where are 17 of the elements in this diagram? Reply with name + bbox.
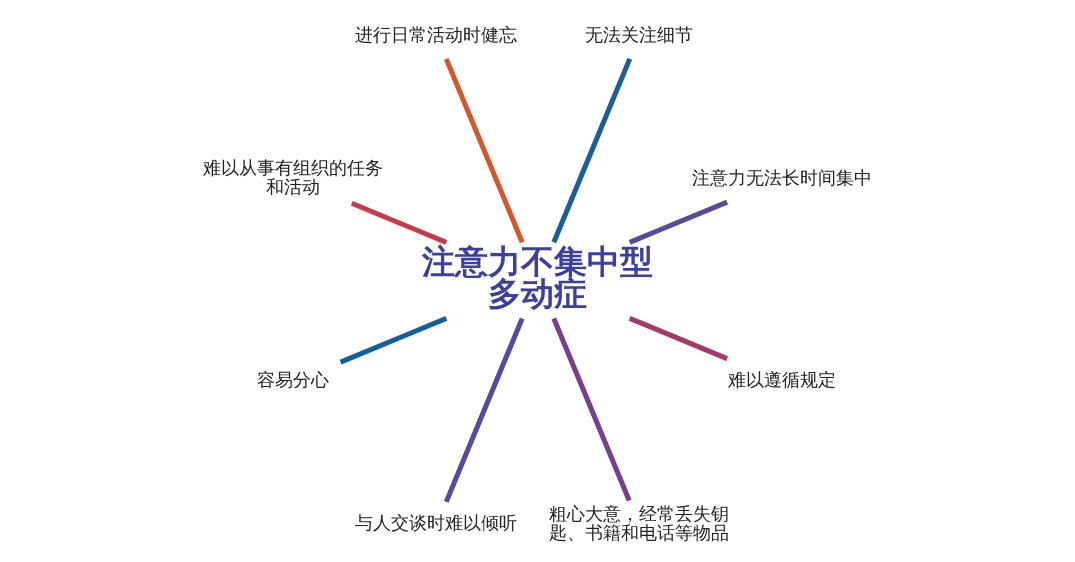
- connector: [551, 317, 632, 502]
- connector: [443, 57, 525, 244]
- connector: [350, 200, 447, 245]
- node-text: 粗心大意，经常丢失钥匙、书籍和电话等物品: [548, 503, 729, 543]
- node-text: 注意力不集中型多动症: [421, 241, 653, 314]
- node-text: 无法关注细节: [584, 24, 693, 45]
- connector: [551, 57, 632, 244]
- node-text: 进行日常活动时健忘: [354, 24, 517, 45]
- node-text: 容易分心: [256, 370, 329, 391]
- node-text: 难以从事有组织的任务和活动: [202, 158, 383, 198]
- node-text: 难以遵循规定: [727, 370, 836, 391]
- connector: [339, 316, 447, 365]
- connector: [628, 199, 728, 245]
- connector: [628, 316, 728, 362]
- node-text: 与人交谈时难以倾听: [354, 513, 517, 534]
- connector: [443, 317, 525, 503]
- node-text: 注意力无法长时间集中: [691, 167, 872, 188]
